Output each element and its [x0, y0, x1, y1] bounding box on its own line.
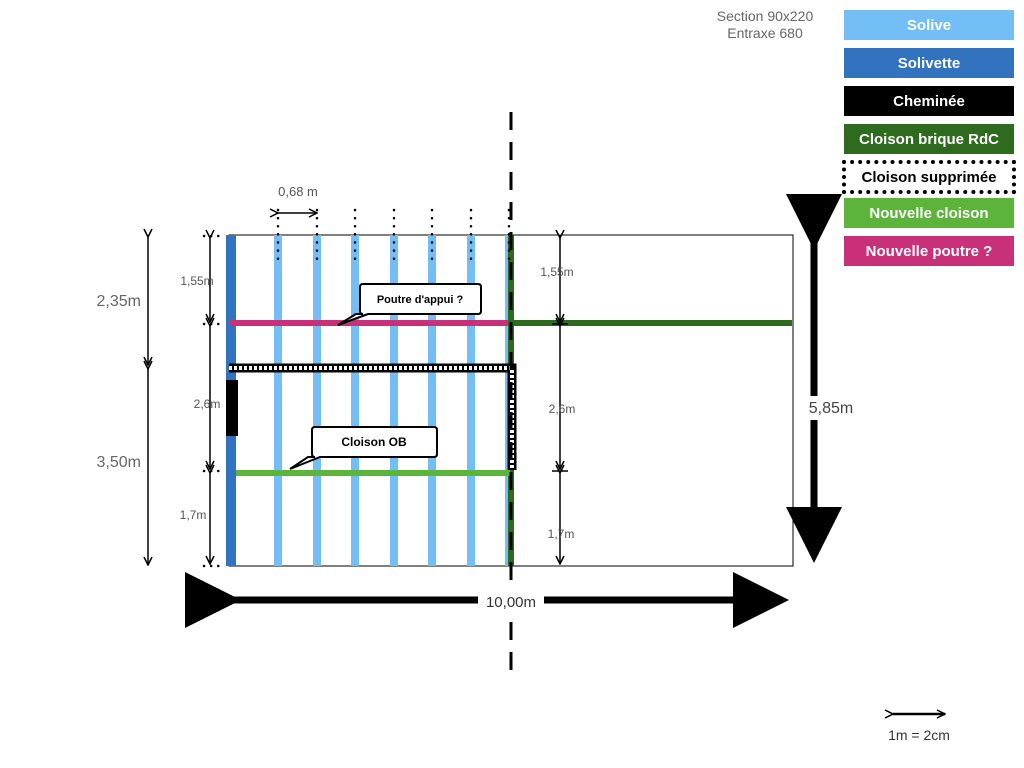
cheminee [226, 380, 238, 436]
height-label: 5,85m [809, 400, 853, 417]
entraxe-label: Entraxe 680 [727, 25, 803, 41]
inner-left-bottom-label: 1,7m [180, 508, 207, 522]
solive [428, 235, 436, 566]
solive [313, 235, 321, 566]
inner-left-top-label: 1,55m [180, 274, 213, 288]
solive [390, 235, 398, 566]
legend-cheminee: Cheminée [844, 86, 1014, 116]
legend-solivette: Solivette [844, 48, 1014, 78]
callout-poutre-text: Poutre d'appui ? [377, 294, 464, 306]
inner-right-mid-label: 2,6m [549, 402, 576, 416]
nouvelle-cloison [236, 470, 510, 476]
callout-cloison: Cloison OB [289, 426, 438, 470]
legend-nouvelle-cloison: Nouvelle cloison [844, 198, 1014, 228]
callout-poutre: Poutre d'appui ? [337, 283, 482, 326]
section-info: Section 90x220 Entraxe 680 [690, 8, 840, 42]
left-top-label: 2,35m [97, 293, 141, 310]
inner-right-top-label: 1,55m [540, 265, 573, 279]
cloison-brique-horizontal [509, 320, 792, 326]
legend-nouvelle-poutre: Nouvelle poutre ? [844, 236, 1014, 266]
solive [274, 235, 282, 566]
width-label-bg [478, 590, 544, 612]
legend-cloison-brique: Cloison brique RdC [844, 124, 1014, 154]
left-extension-marks [202, 234, 224, 568]
spacing-label: 0,68 m [278, 184, 318, 199]
width-label: 10,00m [486, 594, 536, 611]
solive-extension-lines [276, 208, 511, 264]
section-label: Section 90x220 [716, 8, 814, 24]
callout-cloison-text: Cloison OB [341, 435, 407, 449]
solive [351, 235, 359, 566]
solive [467, 235, 475, 566]
height-label-bg [804, 396, 854, 420]
scale-label: 1m = 2cm [888, 727, 950, 743]
inner-right-bottom-label: 1,7m [548, 527, 575, 541]
left-bottom-label: 3,50m [97, 454, 141, 471]
nouvelle-poutre [229, 320, 509, 326]
legend-cloison-supprimee: Cloison supprimée [842, 160, 1016, 194]
legend-solive: Solive [844, 10, 1014, 40]
inner-left-mid-label: 2,6m [194, 397, 221, 411]
